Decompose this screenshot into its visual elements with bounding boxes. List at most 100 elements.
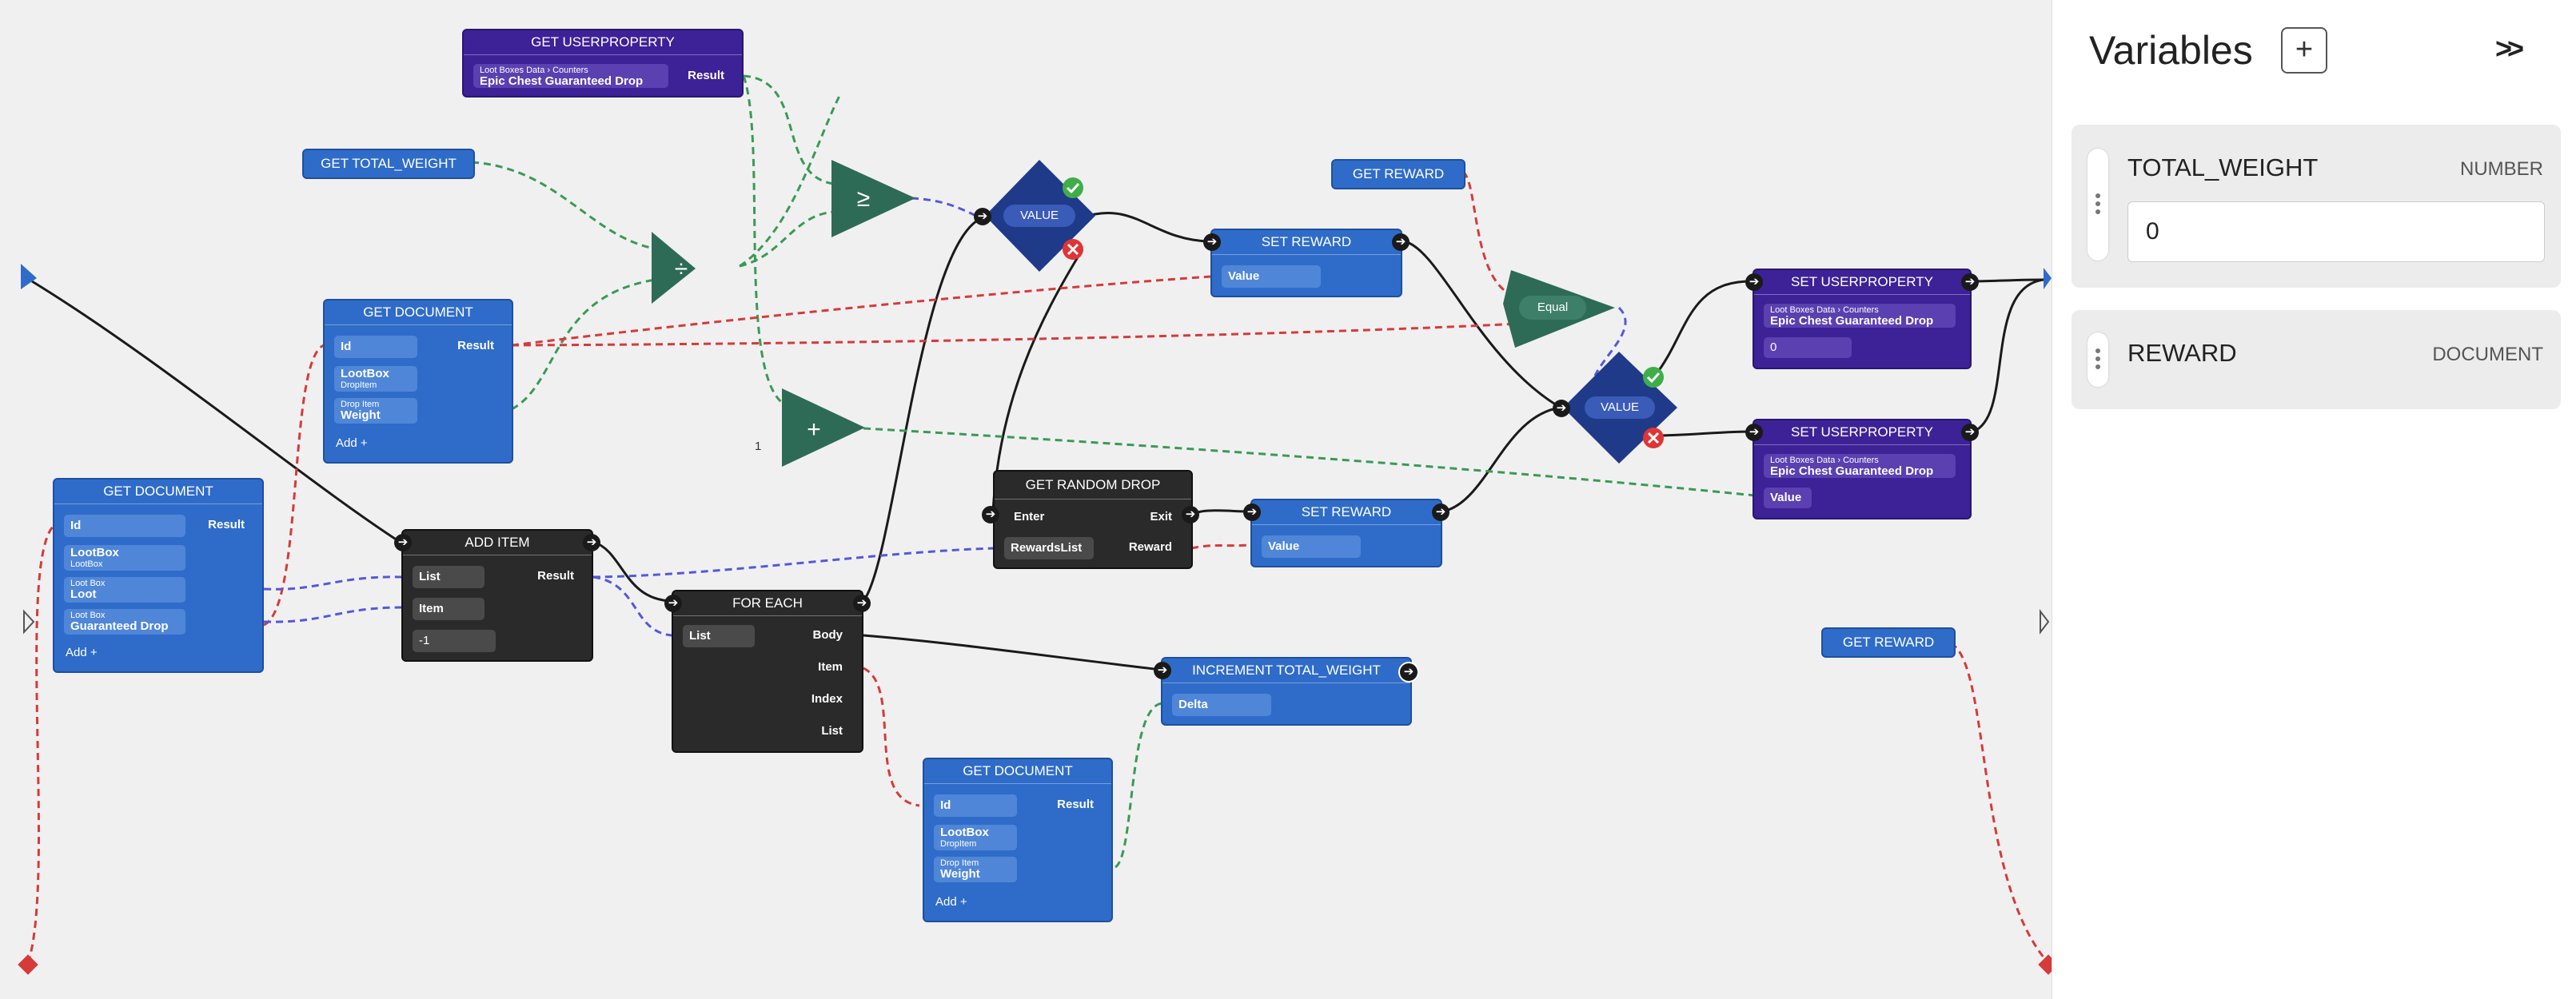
node-title: ADD ITEM: [403, 531, 592, 555]
get-total-weight-node[interactable]: GET TOTAL_WEIGHT: [302, 149, 475, 179]
id-field[interactable]: Id: [934, 794, 1017, 817]
set-reward-node[interactable]: SET REWARD ➔ ➔ Value: [1243, 499, 1449, 567]
collapse-panel-icon[interactable]: >>: [2495, 32, 2524, 65]
delta-field[interactable]: Delta: [1172, 694, 1271, 716]
get-random-drop-node[interactable]: GET RANDOM DROP Enter Exit RewardsList R…: [993, 470, 1193, 569]
exec-in-arrow-icon[interactable]: ➔: [1745, 424, 1763, 441]
graph-canvas[interactable]: ÷ ≥ + GET TOTAL_WEIGHT GET REWARD GET RE…: [0, 0, 2052, 999]
set-userproperty-node[interactable]: SET USERPROPERTY ➔ ➔ Loot Boxes Data › C…: [1745, 419, 1979, 519]
path-field[interactable]: Loot Boxes Data › Counters Epic Chest Gu…: [473, 64, 668, 88]
node-title: GET DOCUMENT: [54, 480, 262, 504]
drag-handle-icon[interactable]: [2088, 149, 2108, 261]
exec-in-arrow-icon[interactable]: ➔: [982, 506, 999, 523]
variable-value-input[interactable]: 0: [2127, 201, 2545, 262]
node-title: GET DOCUMENT: [325, 300, 512, 325]
list-field[interactable]: List: [683, 625, 755, 647]
item-port[interactable]: Item: [818, 660, 843, 674]
exec-in-arrow-icon[interactable]: ➔: [1553, 400, 1570, 417]
exec-in-arrow-icon[interactable]: ➔: [1203, 233, 1221, 251]
get-reward-node[interactable]: GET REWARD: [1331, 159, 1465, 189]
value-field[interactable]: 0: [1764, 337, 1852, 358]
index-value-field[interactable]: -1: [413, 630, 496, 652]
exec-out-arrow-icon[interactable]: ➔: [1432, 503, 1449, 521]
get-userproperty-node[interactable]: GET USERPROPERTY Loot Boxes Data › Count…: [462, 29, 744, 98]
node-title: INCREMENT TOTAL_WEIGHT: [1162, 659, 1410, 683]
wires-layer: ÷ ≥ +: [18, 74, 2052, 975]
set-reward-node[interactable]: SET REWARD ➔ ➔ Value: [1203, 229, 1410, 297]
list-field[interactable]: List: [413, 566, 484, 588]
svg-text:÷: ÷: [675, 256, 688, 282]
variable-card-total-weight[interactable]: TOTAL_WEIGHT NUMBER 0: [2072, 125, 2561, 288]
exec-out-arrow-icon[interactable]: ➔: [1961, 273, 1979, 291]
node-title: SET REWARD: [1252, 500, 1441, 525]
exec-out-arrow-icon[interactable]: ➔: [853, 595, 871, 612]
index-port[interactable]: Index: [811, 692, 843, 706]
drag-handle-icon[interactable]: [2088, 332, 2108, 387]
exec-in-arrow-icon[interactable]: ➔: [664, 595, 682, 612]
result-port[interactable]: Result: [688, 69, 724, 82]
body-port[interactable]: Body: [812, 628, 843, 642]
increment-total-weight-node[interactable]: INCREMENT TOTAL_WEIGHT ➔ ➔ Delta: [1154, 657, 1419, 726]
exec-in-arrow-icon[interactable]: ➔: [1243, 503, 1261, 521]
add-field-button[interactable]: Add +: [935, 895, 967, 909]
reward-port[interactable]: Reward: [1128, 540, 1172, 554]
result-port[interactable]: Result: [537, 569, 574, 583]
exec-out-arrow-icon[interactable]: ➔: [583, 534, 600, 551]
exec-out-arrow-icon[interactable]: ➔: [1961, 424, 1979, 441]
exec-out-arrow-icon[interactable]: ➔: [1182, 506, 1199, 523]
exec-out-arrow-icon[interactable]: ➔: [1398, 662, 1419, 683]
equal-label: Equal: [1519, 296, 1586, 320]
value-label: VALUE: [1585, 396, 1655, 419]
add-field-button[interactable]: Add +: [336, 436, 368, 450]
item-field[interactable]: Item: [413, 598, 484, 620]
path-value: Epic Chest Guaranteed Drop: [480, 74, 644, 88]
node-title: SET USERPROPERTY: [1754, 270, 1970, 295]
result-port[interactable]: Result: [208, 518, 245, 531]
id-field[interactable]: Id: [64, 515, 185, 537]
value-field[interactable]: Value: [1262, 535, 1361, 558]
result-port[interactable]: Result: [457, 339, 494, 352]
exec-in-arrow-icon[interactable]: ➔: [974, 208, 991, 225]
exec-out-arrow-icon[interactable]: ➔: [1392, 233, 1410, 251]
set-userproperty-node[interactable]: SET USERPROPERTY ➔ ➔ Loot Boxes Data › C…: [1745, 269, 1979, 369]
divide-operator: [652, 232, 696, 304]
exit-port[interactable]: Exit: [1150, 510, 1172, 523]
exec-in-arrow-icon[interactable]: ➔: [394, 534, 412, 551]
variable-name: REWARD: [2127, 339, 2237, 367]
list-port[interactable]: List: [821, 724, 843, 738]
get-reward-node-right[interactable]: GET REWARD: [1821, 627, 1956, 658]
for-each-node[interactable]: FOR EACH ➔ ➔ List Body Item Index List: [664, 590, 871, 753]
node-title: FOR EACH: [673, 591, 862, 616]
node-title: SET USERPROPERTY: [1754, 420, 1970, 445]
value-field[interactable]: Value: [1222, 265, 1321, 288]
value-label: VALUE: [1003, 205, 1075, 227]
enter-port[interactable]: Enter: [1014, 510, 1045, 523]
result-port[interactable]: Result: [1057, 798, 1094, 811]
variable-card-reward[interactable]: REWARD DOCUMENT: [2072, 310, 2561, 409]
node-title: GET RANDOM DROP: [995, 472, 1191, 500]
variable-name: TOTAL_WEIGHT: [2127, 153, 2319, 181]
rewards-list-field[interactable]: RewardsList: [1004, 537, 1094, 559]
add-field-button[interactable]: Add +: [66, 646, 98, 659]
exec-in-arrow-icon[interactable]: ➔: [1745, 273, 1763, 291]
id-field[interactable]: Id: [334, 336, 417, 358]
greater-equal-operator: [831, 160, 915, 237]
add-variable-button[interactable]: +: [2281, 27, 2327, 74]
variable-type: DOCUMENT: [2432, 344, 2543, 365]
path-label: Loot Boxes Data › Counters: [480, 66, 588, 75]
exec-in-arrow-icon[interactable]: ➔: [1154, 662, 1171, 679]
add-item-node[interactable]: ADD ITEM ➔ ➔ List Result Item -1: [394, 529, 600, 662]
value-field[interactable]: Value: [1764, 488, 1812, 508]
